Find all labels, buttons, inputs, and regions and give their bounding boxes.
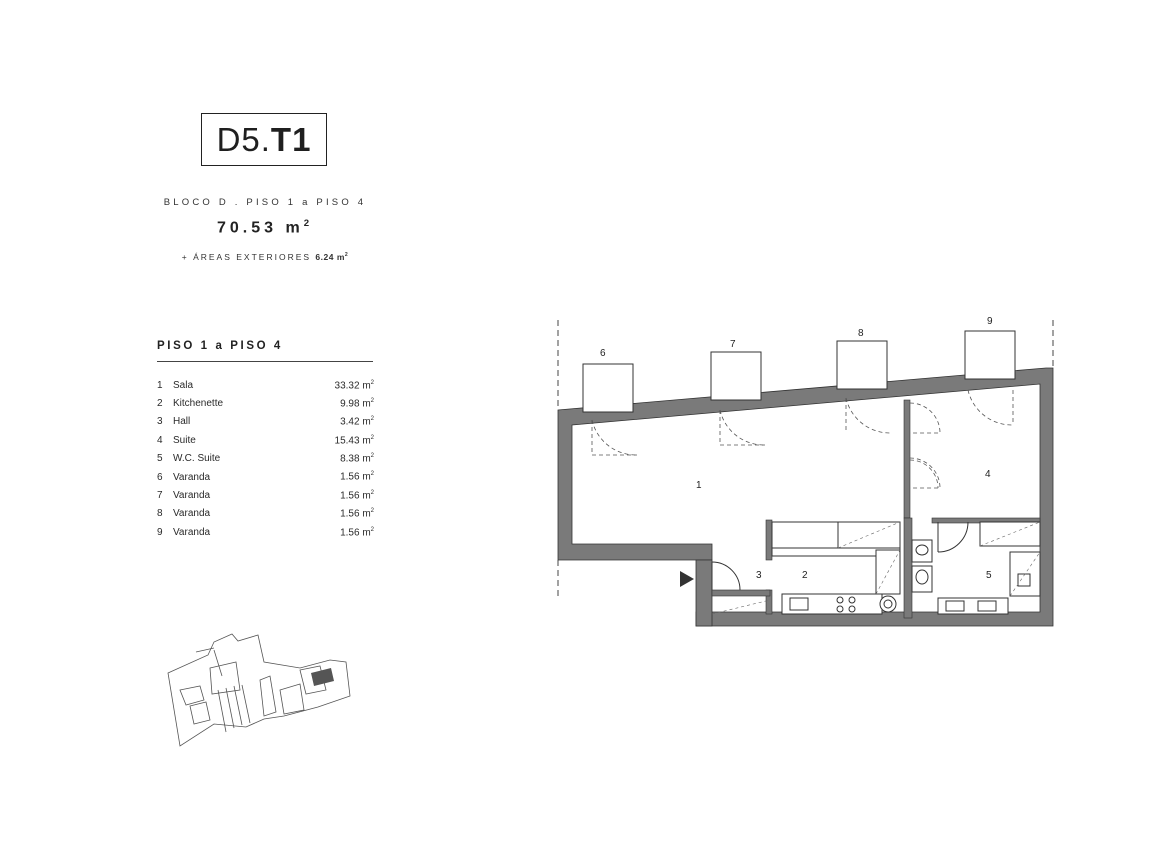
room-row: 7 Varanda 1.56 m2 (157, 486, 374, 504)
room-number: 6 (157, 471, 163, 483)
room-number: 7 (157, 490, 163, 502)
room-name: Varanda (173, 490, 211, 502)
room-name: Varanda (173, 526, 211, 538)
plan-label-6: 6 (600, 348, 606, 359)
room-area: 1.56 m2 (340, 489, 374, 502)
unit-prefix: D5. (216, 120, 271, 158)
room-row: 8 Varanda 1.56 m2 (157, 505, 374, 523)
room-area: 9.98 m2 (340, 397, 374, 410)
fixture-diagonals (711, 521, 1041, 615)
room-name: Varanda (173, 471, 211, 483)
exterior-label: + ÁREAS EXTERIORES (181, 252, 312, 262)
plan-label-7: 7 (730, 339, 736, 350)
plan-label-3: 3 (756, 570, 762, 581)
room-row: 4 Suite 15.43 m2 (157, 431, 374, 449)
plan-label-9: 9 (987, 316, 993, 327)
unit-code-box: D5.T1 (201, 113, 327, 166)
site-key-plan (167, 633, 351, 747)
room-number: 2 (157, 398, 163, 410)
bloco-line: BLOCO D . PISO 1 a PISO 4 (163, 197, 367, 208)
floor-title: PISO 1 a PISO 4 (157, 340, 283, 352)
room-area: 1.56 m2 (340, 508, 374, 520)
room-row: 6 Varanda 1.56 m2 (157, 468, 374, 486)
room-area: 15.43 m2 (334, 434, 374, 447)
room-row: 2 Kitchenette 9.98 m2 (157, 394, 374, 412)
boundary-lines (557, 320, 1054, 600)
exterior-value: 6.24 m2 (315, 252, 349, 262)
total-area: 70.53 m2 (216, 218, 314, 237)
room-number: 9 (157, 526, 163, 538)
room-name: Kitchenette (173, 398, 224, 410)
exterior-walls (557, 367, 1054, 627)
room-area: 3.42 m2 (340, 416, 374, 428)
plan-label-2: 2 (802, 570, 808, 581)
room-number: 3 (157, 416, 163, 428)
room-area: 33.32 m2 (334, 379, 374, 391)
door-swings (591, 389, 1014, 489)
room-name: Suite (173, 434, 196, 446)
exterior-area: + ÁREAS EXTERIORES 6.24 m2 (150, 252, 380, 262)
plan-label-5: 5 (986, 570, 992, 581)
door-solid (711, 521, 969, 591)
room-name: Hall (173, 416, 191, 428)
room-row: 9 Varanda 1.56 m2 (157, 523, 374, 541)
room-area: 1.56 m2 (340, 471, 374, 483)
room-area: 1.56 m2 (340, 526, 374, 538)
room-name: W.C. Suite (173, 453, 221, 465)
room-number: 8 (157, 508, 163, 520)
plan-label-1: 1 (696, 480, 702, 491)
room-row: 5 W.C. Suite 8.38 m2 (157, 450, 374, 468)
room-name: Varanda (173, 508, 211, 520)
room-number: 4 (157, 434, 163, 446)
room-area: 8.38 m2 (340, 453, 374, 465)
room-table: 1 Sala 33.32 m2 2 Kitchenette 9.98 m2 3 Hall 3.4… (157, 376, 374, 542)
plan-labels: 1 2 3 4 5 6 7 8 9 (600, 316, 993, 581)
divider (157, 361, 373, 362)
site-key-highlight (311, 668, 334, 686)
room-name: Sala (173, 379, 194, 391)
plan-label-8: 8 (858, 328, 864, 339)
entrance-arrow-icon (680, 571, 694, 587)
room-row: 3 Hall 3.42 m2 (157, 413, 374, 431)
room-row: 1 Sala 33.32 m2 (157, 376, 374, 394)
unit-code: T1 (270, 120, 312, 158)
room-number: 1 (157, 379, 163, 391)
balconies (582, 330, 1016, 413)
plan-label-4: 4 (985, 469, 991, 480)
room-number: 5 (157, 453, 163, 465)
